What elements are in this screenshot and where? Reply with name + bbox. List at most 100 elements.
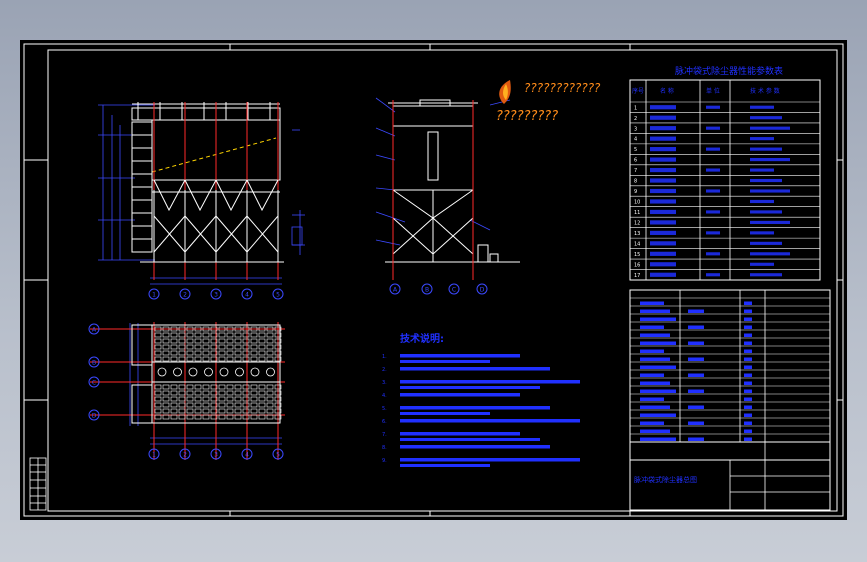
filter-bag bbox=[154, 326, 162, 332]
parts-cell bbox=[744, 317, 752, 321]
param-value-cell bbox=[750, 168, 774, 172]
access-ladder bbox=[131, 121, 153, 253]
plan-dimensions bbox=[129, 323, 282, 445]
filter-bag bbox=[170, 402, 178, 408]
param-name-cell bbox=[650, 188, 676, 194]
parts-cell bbox=[640, 437, 676, 441]
filter-bag bbox=[162, 356, 170, 362]
axis-label: 4 bbox=[245, 452, 249, 459]
param-unit-cell bbox=[706, 105, 720, 109]
parts-cell bbox=[744, 397, 752, 401]
filter-bag bbox=[266, 350, 274, 356]
filter-bag bbox=[258, 408, 266, 414]
filter-bag bbox=[234, 408, 242, 414]
filter-bag bbox=[178, 414, 186, 420]
tech-note-number: 7. bbox=[382, 432, 387, 438]
param-unit-cell bbox=[706, 210, 720, 214]
param-value-cell bbox=[750, 273, 782, 277]
filter-bag bbox=[274, 390, 282, 396]
axis-label: A bbox=[92, 327, 97, 334]
filter-bag bbox=[274, 402, 282, 408]
filter-bag bbox=[202, 414, 210, 420]
filter-bag bbox=[210, 338, 218, 344]
front-axis-bubbles bbox=[148, 288, 284, 300]
param-unit-cell bbox=[706, 189, 720, 193]
filter-bag bbox=[258, 390, 266, 396]
tech-note-number: 4. bbox=[382, 393, 387, 399]
filter-bag bbox=[274, 396, 282, 402]
filter-bag bbox=[234, 350, 242, 356]
axis-label: 2 bbox=[183, 292, 187, 299]
filter-bag bbox=[250, 414, 258, 420]
tech-note-line bbox=[400, 432, 520, 436]
support-legs bbox=[140, 190, 284, 263]
filter-bag bbox=[170, 414, 178, 420]
filter-bag bbox=[186, 384, 194, 390]
tech-note-number: 6. bbox=[382, 419, 387, 425]
param-row-number: 9 bbox=[634, 189, 637, 195]
hoppers bbox=[152, 179, 280, 212]
parts-cell bbox=[640, 389, 676, 393]
filter-bag bbox=[266, 396, 274, 402]
plan-bottom-bubbles bbox=[148, 448, 284, 460]
pulse-valve bbox=[173, 367, 182, 377]
axis-label: B bbox=[425, 287, 429, 294]
filter-bag bbox=[170, 384, 178, 390]
filter-bag-grid bbox=[154, 326, 282, 420]
filter-bag bbox=[170, 396, 178, 402]
filter-bag bbox=[258, 384, 266, 390]
param-unit-cell bbox=[706, 231, 720, 235]
param-name-cell bbox=[650, 136, 676, 141]
tech-note-line bbox=[400, 412, 490, 415]
inlet-duct bbox=[151, 137, 277, 173]
filter-bag bbox=[274, 332, 282, 338]
axis-label: 1 bbox=[152, 452, 156, 459]
filter-bag bbox=[194, 384, 202, 390]
frame-zone-ticks bbox=[24, 44, 843, 516]
param-value-cell bbox=[750, 262, 774, 266]
tech-note-line bbox=[400, 445, 550, 449]
param-name-cell bbox=[650, 220, 676, 225]
parts-cell bbox=[640, 373, 664, 377]
tech-note-number: 1. bbox=[382, 354, 387, 360]
filter-bag bbox=[274, 356, 282, 362]
parts-cell bbox=[640, 405, 670, 409]
parts-cell bbox=[688, 357, 704, 361]
filter-bag bbox=[218, 350, 226, 356]
filter-bag bbox=[226, 332, 234, 338]
parts-cell bbox=[640, 325, 664, 329]
filter-bag bbox=[178, 338, 186, 344]
filter-bag bbox=[250, 390, 258, 396]
param-row-number: 12 bbox=[634, 221, 640, 227]
filter-bag bbox=[170, 356, 178, 362]
filter-bag bbox=[226, 396, 234, 402]
parts-cell bbox=[640, 317, 676, 321]
filter-bag bbox=[210, 344, 218, 350]
parts-cell bbox=[744, 349, 752, 353]
filter-bag bbox=[218, 384, 226, 390]
param-header-no: 序号 bbox=[632, 87, 644, 95]
param-name-cell bbox=[650, 178, 676, 183]
parts-cell bbox=[744, 413, 752, 417]
filter-bag bbox=[266, 390, 274, 396]
param-row-number: 15 bbox=[634, 252, 640, 258]
param-unit-cell bbox=[706, 168, 720, 172]
param-value-cell bbox=[750, 116, 782, 120]
param-name-cell bbox=[650, 157, 676, 162]
filter-bag bbox=[250, 384, 258, 390]
filter-bag bbox=[250, 344, 258, 350]
filter-bag bbox=[186, 408, 194, 414]
filter-bag bbox=[258, 326, 266, 332]
filter-bag bbox=[170, 408, 178, 414]
filter-bag bbox=[154, 350, 162, 356]
param-row-number: 17 bbox=[634, 273, 640, 279]
filter-bag bbox=[218, 402, 226, 408]
filter-bag bbox=[234, 396, 242, 402]
param-value-cell bbox=[750, 126, 790, 130]
filter-bag bbox=[250, 402, 258, 408]
parts-cell bbox=[640, 365, 676, 369]
filter-bag bbox=[226, 356, 234, 362]
parts-cell bbox=[744, 341, 752, 345]
filter-bag bbox=[162, 414, 170, 420]
filter-bag bbox=[274, 350, 282, 356]
